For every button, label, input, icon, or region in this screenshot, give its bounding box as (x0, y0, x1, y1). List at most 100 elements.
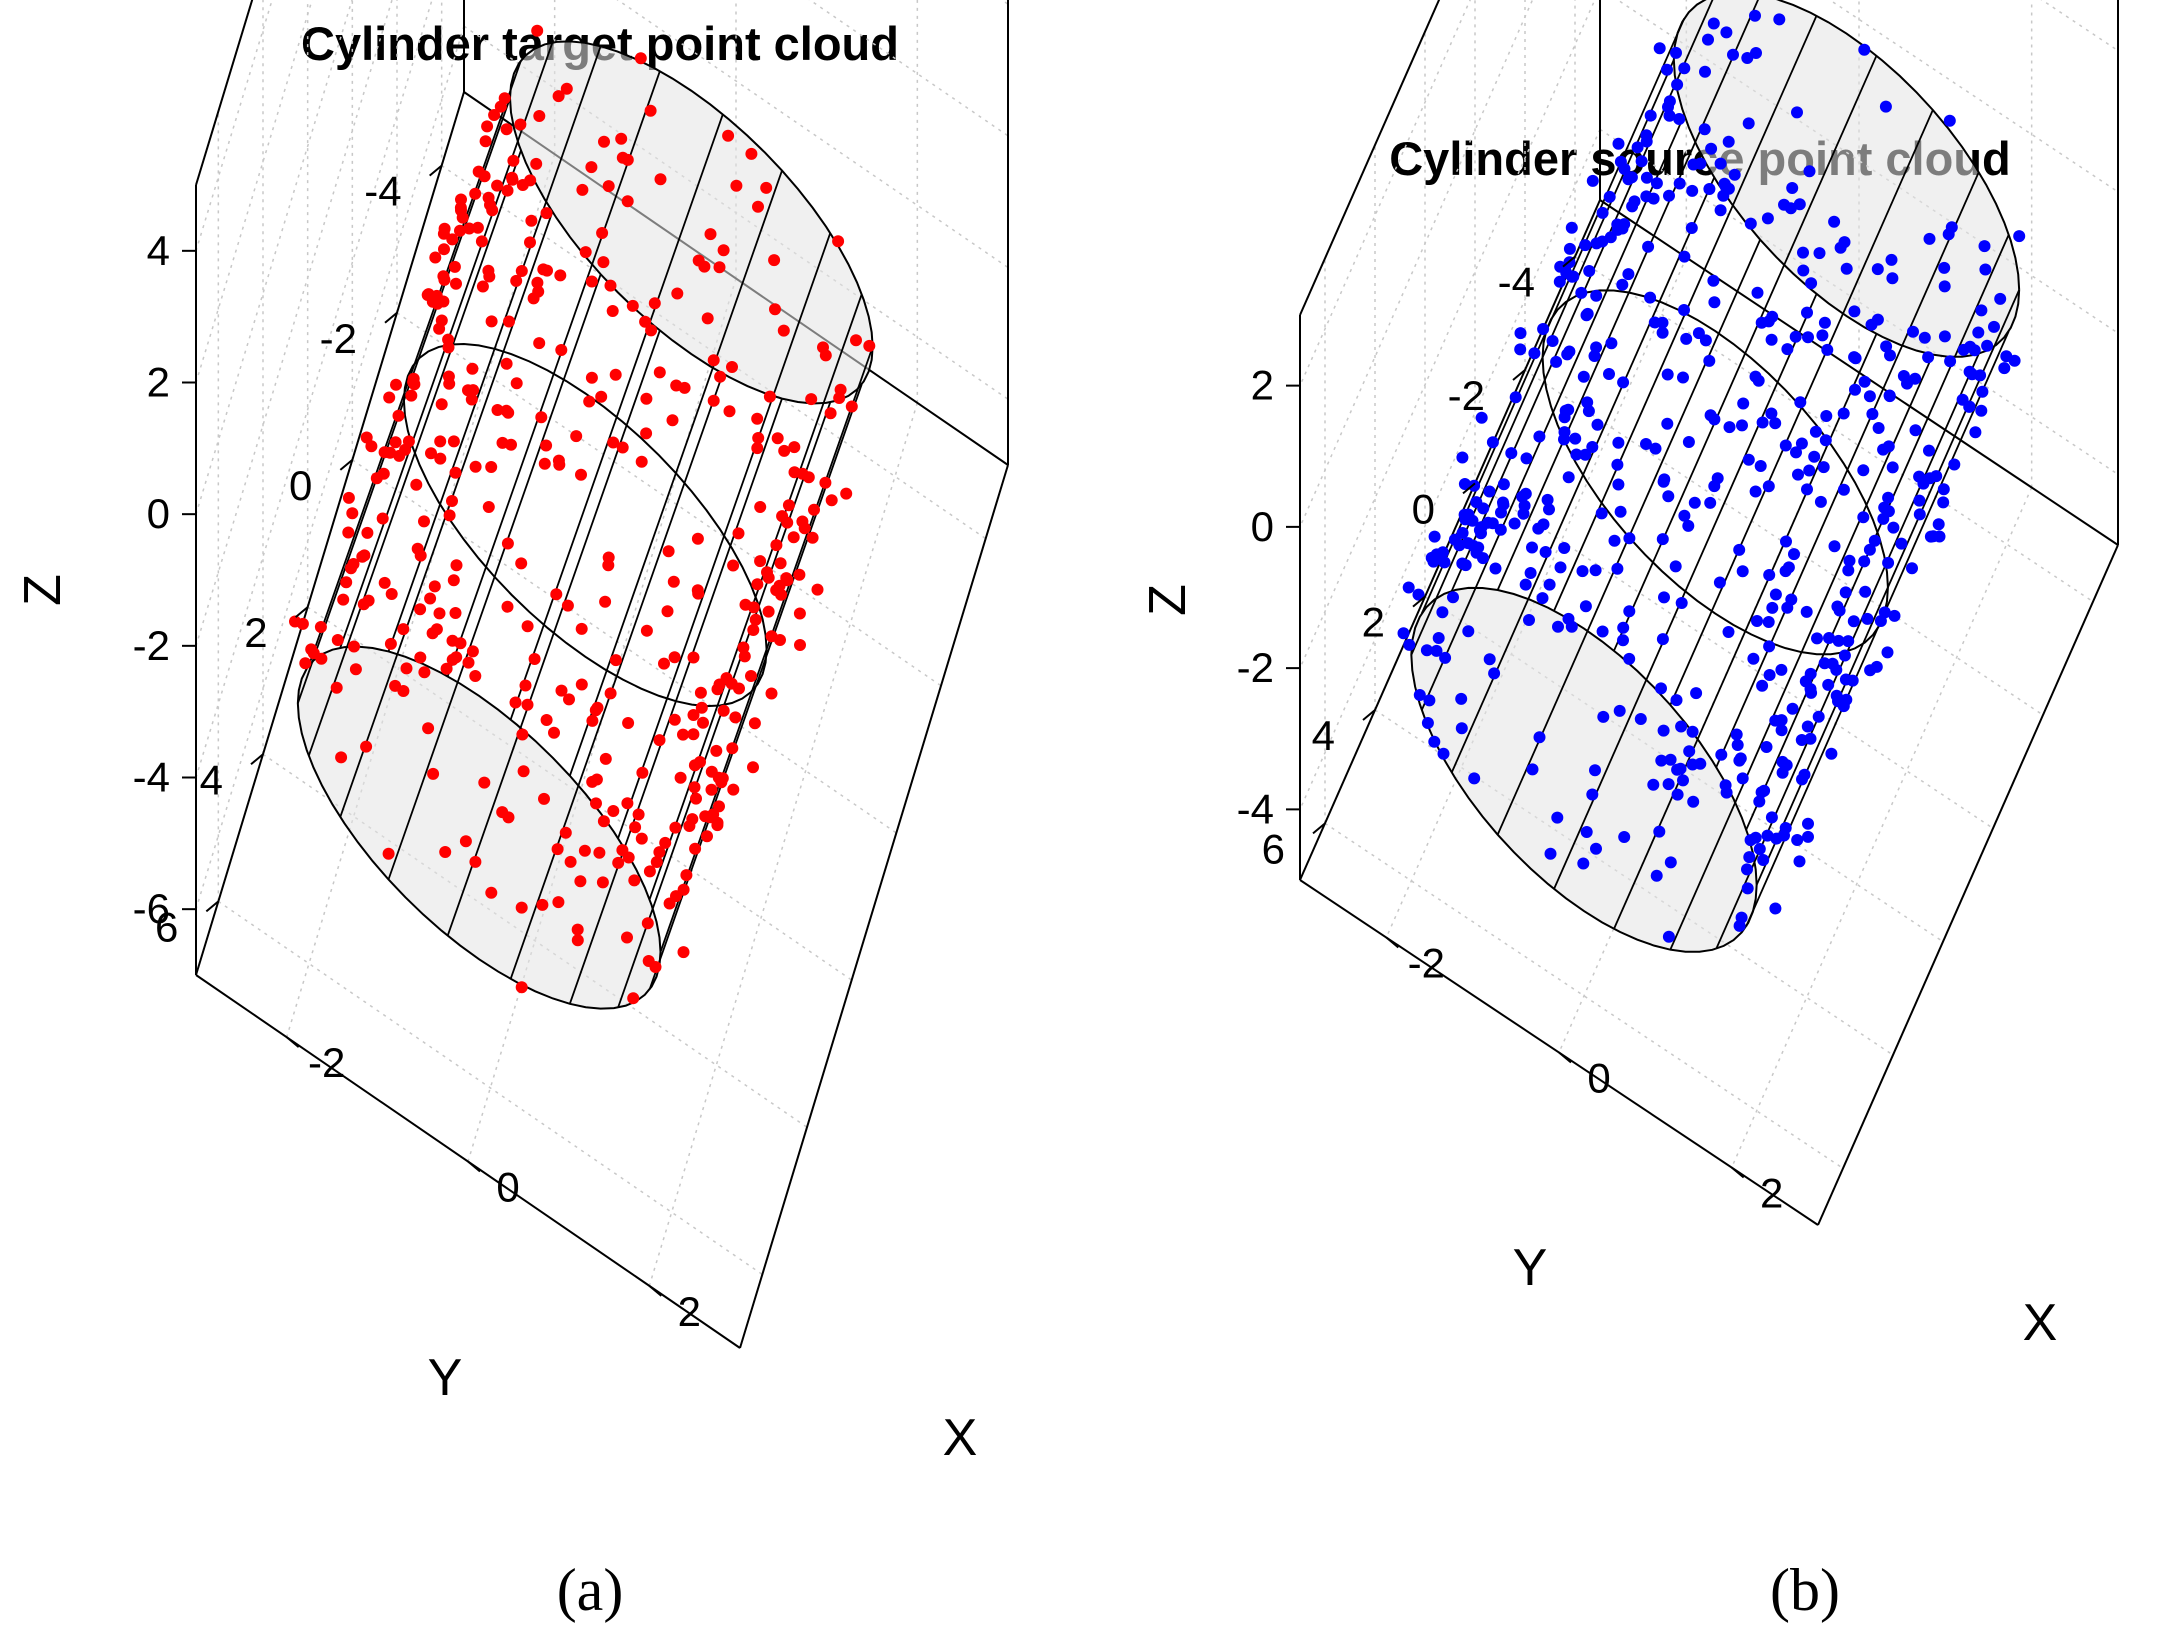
data-point (771, 432, 784, 445)
data-point (699, 810, 712, 823)
data-point (1648, 316, 1661, 329)
data-point (640, 624, 653, 637)
data-point (1662, 778, 1675, 791)
data-point (1468, 479, 1481, 492)
data-point (506, 173, 519, 186)
data-point (1797, 264, 1810, 277)
data-point (1670, 46, 1682, 59)
data-point (1477, 502, 1490, 515)
data-point (1913, 494, 1926, 507)
grid-line (351, 459, 897, 834)
data-point (1596, 625, 1609, 638)
data-point (1840, 262, 1853, 275)
data-point (698, 260, 711, 273)
data-point (1683, 745, 1696, 758)
data-point (1432, 632, 1445, 644)
data-point (1558, 542, 1571, 554)
data-point (754, 555, 767, 568)
data-point (1483, 653, 1496, 666)
data-point (1848, 305, 1861, 318)
data-point (446, 495, 458, 507)
data-point (1797, 246, 1809, 259)
y-tick-label: 0 (289, 462, 312, 509)
data-point (796, 515, 809, 528)
data-point (1874, 615, 1887, 627)
data-point (770, 539, 783, 552)
data-point (642, 955, 655, 967)
data-point (1591, 418, 1604, 431)
data-point (514, 118, 527, 131)
data-point (694, 686, 707, 699)
data-point (1801, 483, 1813, 496)
data-point (1653, 825, 1666, 838)
data-point (811, 583, 824, 596)
data-point (1818, 657, 1831, 670)
data-point (519, 679, 532, 692)
data-point (1554, 561, 1567, 574)
data-point (1790, 446, 1802, 459)
data-point (554, 269, 567, 282)
panel-b-points (1397, 9, 2026, 943)
data-point (1670, 694, 1683, 707)
data-point (680, 869, 693, 882)
data-point (345, 562, 357, 575)
data-point (1976, 385, 1989, 398)
data-point (1886, 272, 1899, 285)
z-tick-label: -6 (133, 885, 170, 932)
data-point (1847, 615, 1860, 628)
data-point (1769, 902, 1782, 915)
data-point (575, 678, 588, 691)
grid-line (285, 153, 556, 1038)
data-point (455, 204, 467, 217)
data-point (1822, 678, 1835, 691)
data-point (378, 446, 391, 459)
data-point (503, 315, 515, 328)
data-point (788, 441, 801, 454)
data-point (1533, 430, 1546, 443)
data-point (1842, 635, 1855, 648)
z-tick-label: 2 (147, 359, 170, 406)
data-point (463, 222, 476, 235)
data-point (1907, 325, 1919, 338)
data-point (1882, 491, 1895, 504)
data-point (1650, 177, 1663, 190)
data-point (462, 384, 474, 397)
data-point (1728, 168, 1741, 181)
data-point (1722, 135, 1735, 148)
data-point (1472, 541, 1485, 554)
data-point (1805, 277, 1818, 290)
data-point (1626, 200, 1639, 213)
data-point (602, 180, 615, 193)
y-tick (339, 459, 353, 471)
data-point (370, 472, 383, 485)
data-point (1711, 472, 1724, 485)
data-point (575, 468, 587, 481)
panel-b: Cylinder source point cloud -4-202-4-202… (1139, 0, 2119, 1623)
data-point (500, 357, 513, 370)
data-point (1937, 483, 1950, 496)
data-point (1733, 754, 1746, 767)
data-point (1566, 270, 1579, 283)
data-point (427, 767, 440, 780)
y-tick-label: 2 (1362, 599, 1385, 646)
panel-a-x-label: X (943, 1409, 978, 1467)
data-point (1755, 786, 1768, 799)
data-point (491, 404, 504, 416)
data-point (1642, 240, 1655, 253)
data-point (360, 431, 373, 444)
data-point (1462, 625, 1475, 638)
data-point (494, 100, 507, 113)
data-point (595, 390, 608, 403)
data-point (446, 634, 459, 647)
data-point (711, 819, 724, 832)
data-point (1686, 184, 1699, 197)
data-point (701, 312, 714, 325)
data-point (1763, 669, 1776, 681)
data-point (1843, 554, 1856, 567)
data-point (1497, 498, 1510, 511)
data-point (585, 161, 598, 174)
data-point (507, 154, 520, 167)
data-point (1883, 389, 1896, 402)
data-point (597, 256, 610, 269)
data-point (1769, 714, 1782, 727)
